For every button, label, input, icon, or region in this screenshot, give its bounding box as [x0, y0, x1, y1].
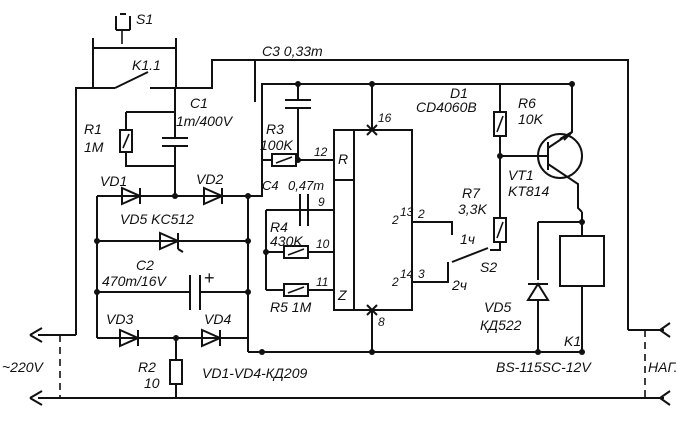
- label-vd4: VD4: [204, 311, 231, 327]
- label-d1-part: CD4060B: [416, 99, 477, 115]
- label-vt1: VT1: [508, 167, 534, 183]
- s2-line-3: 3: [418, 267, 425, 281]
- label-vd2: VD2: [196, 171, 223, 187]
- label-r2-value: 10: [144, 375, 160, 391]
- label-vd5-diode: VD5: [484, 299, 511, 315]
- s2-position-2h: 2ч: [451, 277, 467, 293]
- label-r1-value: 1M: [84, 139, 104, 155]
- label-vd5-part: КД522: [480, 317, 522, 333]
- switch-s1: [92, 13, 177, 49]
- label-c2-value: 470m/16V: [102, 273, 167, 289]
- label-s1: S1: [136, 11, 153, 27]
- s2-position-1h: 1ч: [460, 231, 475, 247]
- pin-8: 8: [378, 315, 385, 329]
- label-vd-note: VD1-VD4-КД209: [202, 365, 307, 381]
- mains-lines: [29, 322, 671, 406]
- ic-pin-label-z: Z: [337, 287, 347, 303]
- label-r4-value: 430K: [270, 233, 303, 249]
- label-k1-1: K1.1: [132, 57, 161, 73]
- resistor-r7: [493, 156, 507, 243]
- label-c2: C2: [136, 257, 154, 273]
- label-c4: C4: [262, 178, 279, 193]
- pin-12: 12: [314, 145, 328, 159]
- pin-9: 9: [318, 195, 325, 209]
- label-vd5-zener: VD5 KC512: [120, 211, 194, 227]
- out-14-prefix: 2: [391, 275, 399, 289]
- pin-11: 11: [316, 275, 328, 289]
- label-relay-part: BS-115SC-12V: [496, 359, 592, 375]
- label-r6-value: 10K: [518, 111, 544, 127]
- capacitor-c1: [162, 88, 188, 196]
- capacitor-top: [285, 81, 311, 160]
- resistor-r3: [262, 153, 334, 167]
- ic-d1: [333, 81, 413, 355]
- label-r5: R5 1M: [270, 299, 312, 315]
- label-r6: R6: [518, 95, 536, 111]
- relay-k1: [526, 212, 605, 355]
- relay-contact-k1-1: [75, 48, 629, 335]
- pin-14: 14: [400, 267, 414, 281]
- timing-network: [263, 194, 334, 297]
- transistor-vt1: [500, 81, 583, 213]
- pin-13: 13: [400, 205, 414, 219]
- label-vd1: VD1: [100, 173, 127, 189]
- label-r4: R4: [270, 219, 288, 235]
- label-c3: C3 0,33m: [262, 43, 323, 59]
- label-s2: S2: [480, 259, 497, 275]
- label-r7: R7: [462, 185, 481, 201]
- label-load: НАГ.: [648, 359, 678, 375]
- label-r1: R1: [84, 121, 102, 137]
- label-vt1-part: KT814: [508, 183, 549, 199]
- switch-s2: [412, 221, 501, 283]
- label-r2: R2: [138, 359, 156, 375]
- label-r3: R3: [266, 121, 284, 137]
- out-13-prefix: 2: [391, 213, 399, 227]
- pin-16: 16: [378, 111, 392, 125]
- resistor-r1: [119, 111, 175, 167]
- ic-pin-label-r: R: [338, 151, 348, 167]
- label-mains: ~220V: [2, 359, 45, 375]
- label-c1: C1: [190, 95, 208, 111]
- label-c1-value: 1m/400V: [176, 113, 234, 129]
- label-c2-plus: +: [204, 268, 215, 288]
- label-c4-value: 0,47m: [288, 178, 324, 193]
- label-vd3: VD3: [106, 311, 133, 327]
- label-r7-value: 3,3K: [458, 201, 487, 217]
- label-d1: D1: [450, 85, 468, 101]
- pin-10: 10: [316, 237, 330, 251]
- s2-line-2: 2: [417, 207, 425, 221]
- diode-bridge: [94, 186, 251, 398]
- label-r3-value: 100K: [260, 137, 293, 153]
- label-k1: K1: [564, 333, 581, 349]
